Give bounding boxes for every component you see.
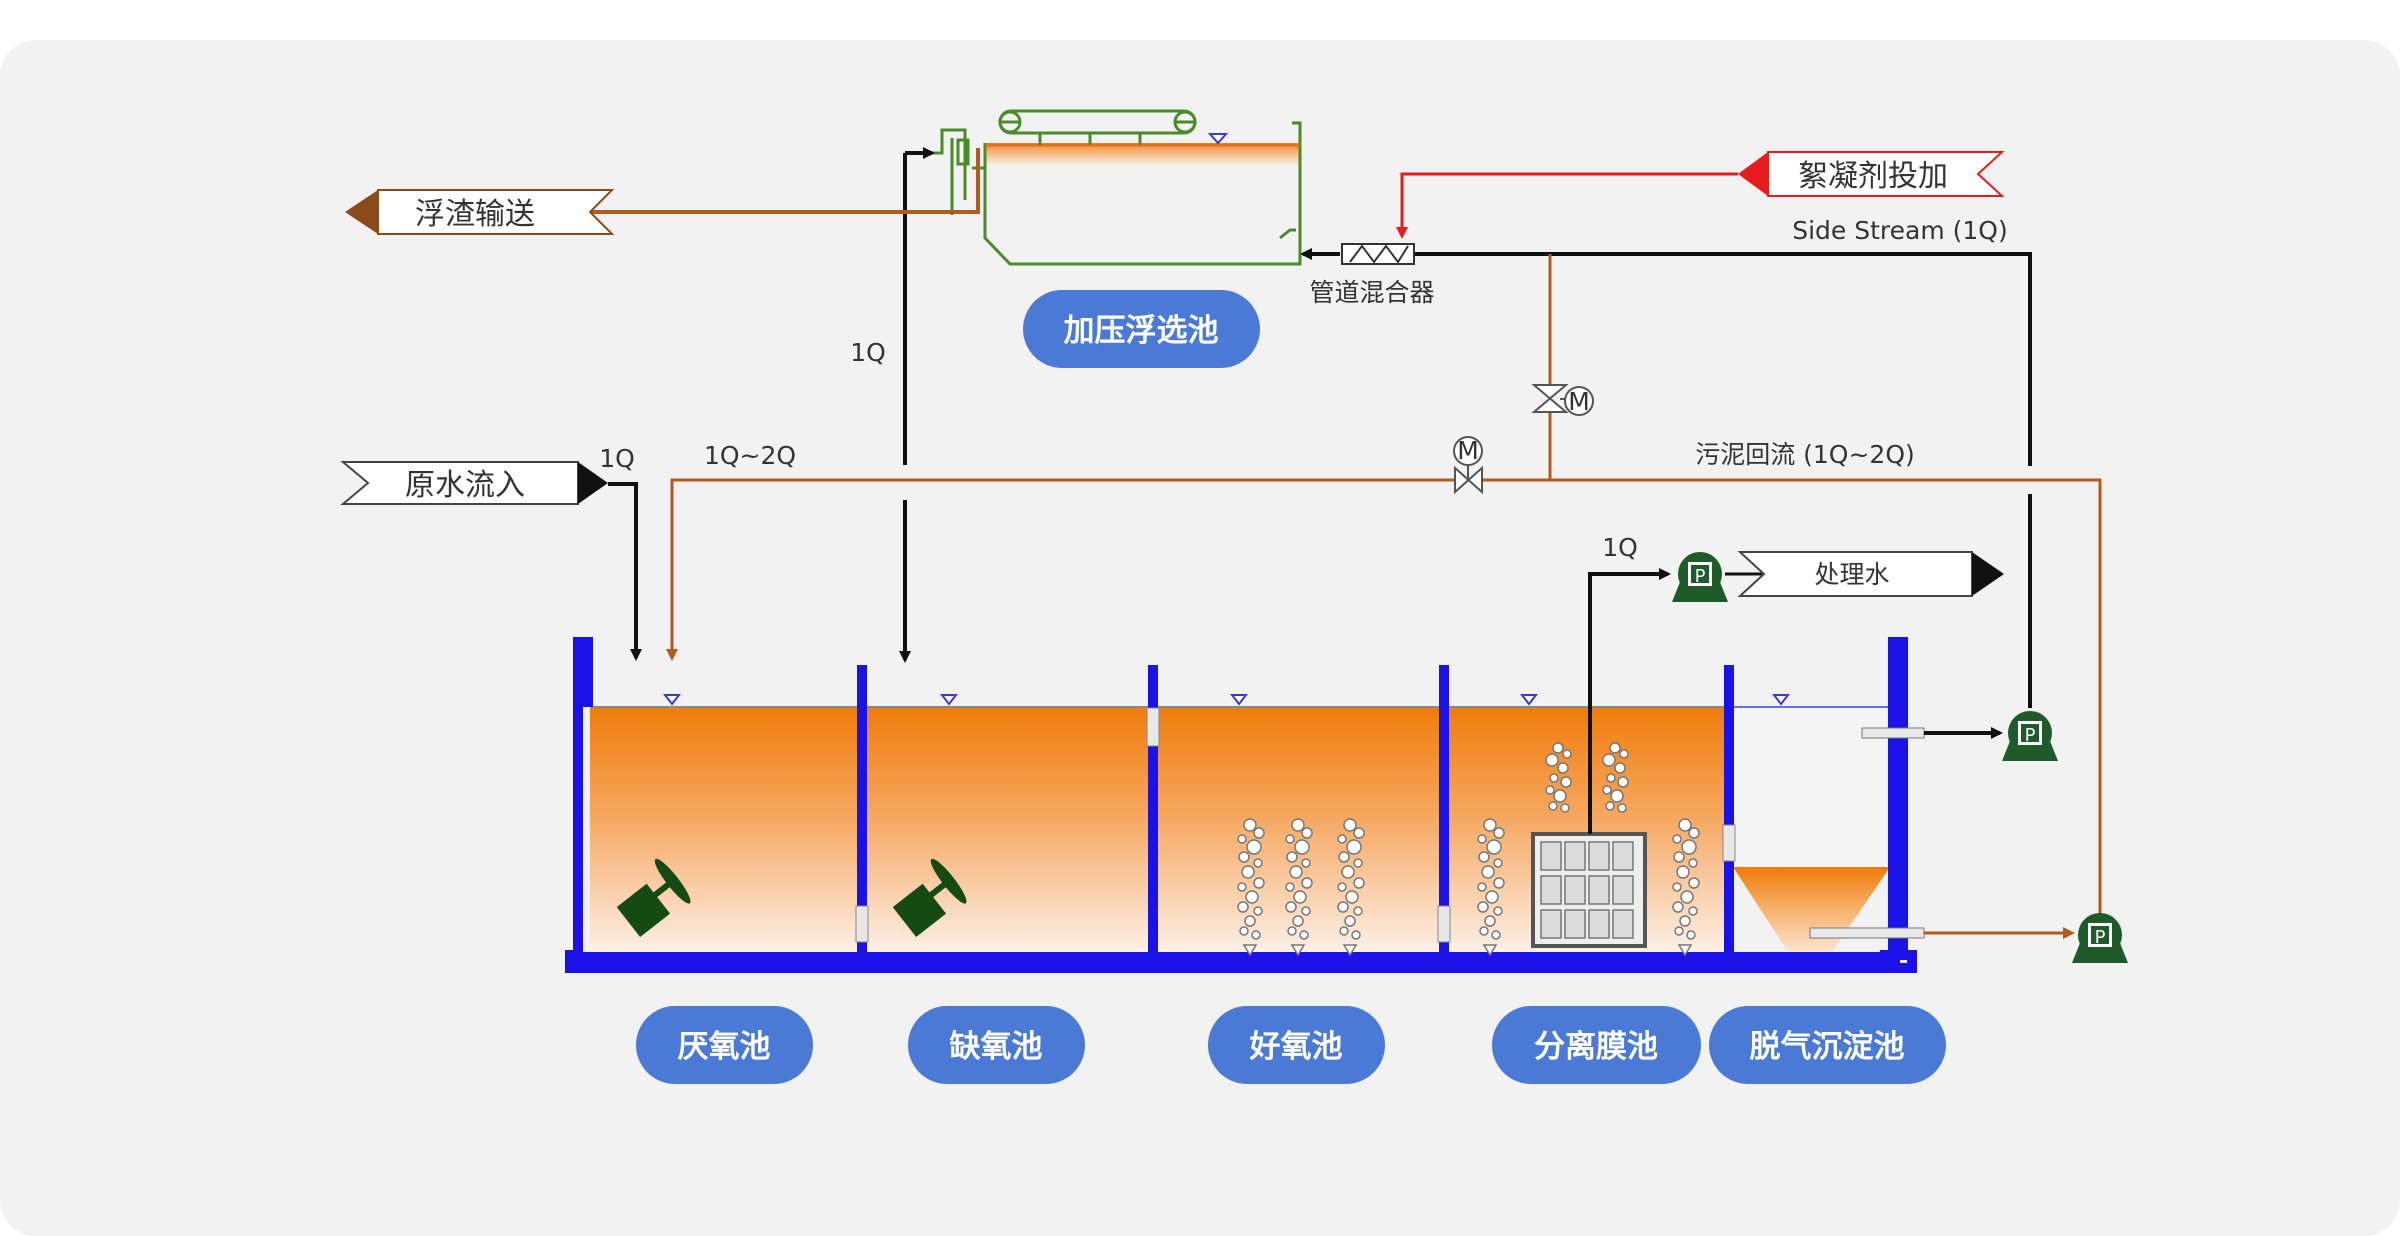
aerobic-tank-badge[interactable]: 好氧池 (1208, 1006, 1385, 1084)
side-stream-pipe-upper (1397, 248, 2032, 466)
daf-foam (985, 143, 1300, 165)
daf-sludge-scoop (1279, 228, 1296, 240)
anaerobic-tank-badge[interactable]: 厌氧池 (636, 1006, 813, 1084)
raw-water-pipe (608, 482, 642, 661)
sludge-return-label: 污泥回流 (1Q~2Q) (1695, 440, 1915, 469)
pipe-mixer-label: 管道混合器 (1309, 278, 1434, 307)
port-3 (1437, 905, 1451, 943)
side-stream-label: Side Stream (1Q) (1792, 216, 2008, 245)
membrane-tank-badge[interactable]: 分离膜池 (1492, 1006, 1701, 1084)
motor-valve-icon: M (1531, 384, 1594, 416)
coagulant-dosing-arrow: 絮凝剂投加 (1738, 151, 2005, 197)
raw-water-label: 原水流入 (405, 468, 525, 503)
aerobic-tank-label: 好氧池 (1249, 1029, 1343, 1065)
diagram-background-panel (0, 40, 2400, 1236)
pipe-mixer-icon (1341, 243, 1415, 265)
daf-unit-label: 加压浮选池 (1064, 313, 1219, 349)
tank-outer-wall (565, 637, 1917, 973)
scum-pipe (530, 148, 980, 214)
motor-label: M (1457, 436, 1479, 465)
daf-water-level-icon (1207, 133, 1229, 145)
anaerobic-tank-label: 厌氧池 (678, 1029, 771, 1065)
motor-label: M (1568, 387, 1590, 416)
return-rate-label: 1Q~2Q (704, 441, 796, 470)
motor-valve-icon: M (1453, 436, 1483, 495)
daf-inlet-valves (930, 128, 985, 215)
scum-label: 浮渣输送 (415, 197, 535, 232)
settling-weir (1861, 727, 1925, 739)
daf-unit (930, 109, 1302, 266)
mixer-icon (892, 858, 967, 938)
degas-settling-tank-label: 脱气沉淀池 (1750, 1029, 1905, 1065)
membrane-module-icon (1531, 832, 1647, 948)
membrane-tank-label: 分离膜池 (1534, 1029, 1658, 1065)
pipe-network (530, 147, 2102, 939)
scum-transport-arrow: 浮渣输送 (345, 189, 615, 235)
daf-tank-outline (983, 121, 1302, 266)
degas-settling-tank-badge[interactable]: 脱气沉淀池 (1709, 1006, 1946, 1084)
pump-label: P (1695, 566, 1706, 587)
water-level-icon (662, 694, 1791, 706)
pump-icon: P (2002, 711, 2058, 761)
port-2 (1146, 707, 1160, 747)
settling-cone (1733, 867, 1890, 955)
treated-water-label: 处理水 (1814, 560, 1889, 589)
sludge-return-pipe (666, 478, 2102, 935)
pump-icon: P (1672, 552, 1728, 602)
settling-bottom-outlet (1809, 927, 1925, 939)
inflow-rate-label: 1Q (599, 444, 635, 473)
membrane-permeate-pipe (1588, 568, 1671, 834)
port-1 (855, 905, 869, 943)
port-4 (1722, 824, 1736, 862)
anoxic-tank-label: 缺氧池 (950, 1029, 1043, 1065)
tank-group (565, 637, 1925, 973)
treated-water-arrow: 处理水 (1737, 551, 2004, 597)
daf-return-rate-label: 1Q (850, 338, 886, 367)
raw-water-inflow-arrow: 原水流入 (340, 461, 608, 505)
pump-label: P (2095, 927, 2106, 948)
daf-scraper-icon (998, 109, 1197, 145)
mixer-icon (616, 858, 691, 938)
pump-icon: P (2072, 913, 2128, 963)
pump-label: P (2025, 725, 2036, 746)
coagulant-label: 絮凝剂投加 (1798, 159, 1948, 194)
coagulant-pipe (1396, 172, 1738, 239)
daf-unit-badge[interactable]: 加压浮选池 (1023, 290, 1260, 368)
anoxic-tank-badge[interactable]: 缺氧池 (908, 1006, 1085, 1084)
membrane-out-rate-label: 1Q (1602, 533, 1638, 562)
